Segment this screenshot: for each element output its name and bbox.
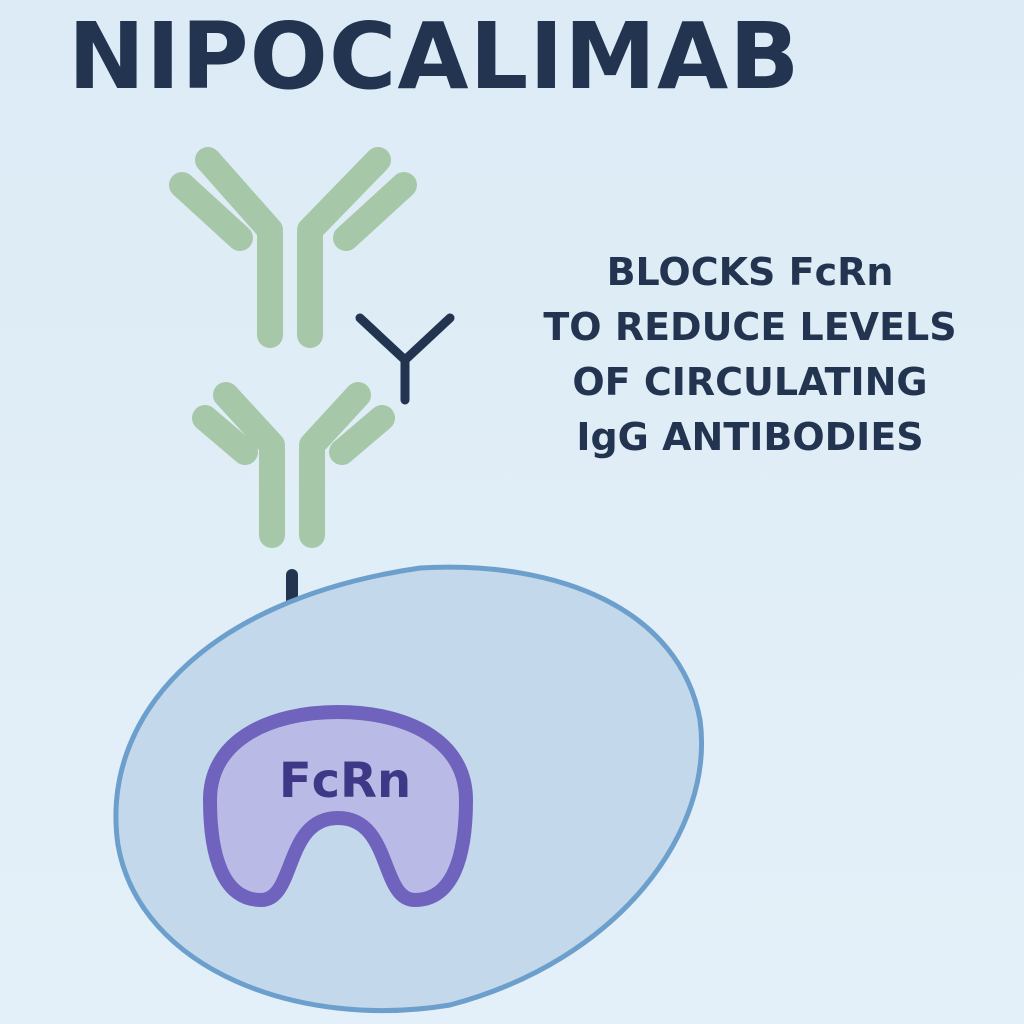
caption: BLOCKS FcRn TO REDUCE LEVELS OF CIRCULAT… [500,245,1000,465]
caption-line-1: BLOCKS FcRn [606,250,894,294]
nipocalimab-antibody-icon [355,313,455,405]
page-title: NIPOCALIMAB [68,3,801,110]
fcrn-label: FcRn [279,753,411,809]
igg-antibody-icon [192,382,395,548]
fcrn-receptor-icon [203,705,473,907]
caption-line-3: OF CIRCULATING [572,360,928,404]
caption-line-4: IgG ANTIBODIES [576,415,924,459]
igg-antibody-icon [169,147,417,348]
caption-line-2: TO REDUCE LEVELS [543,305,957,349]
